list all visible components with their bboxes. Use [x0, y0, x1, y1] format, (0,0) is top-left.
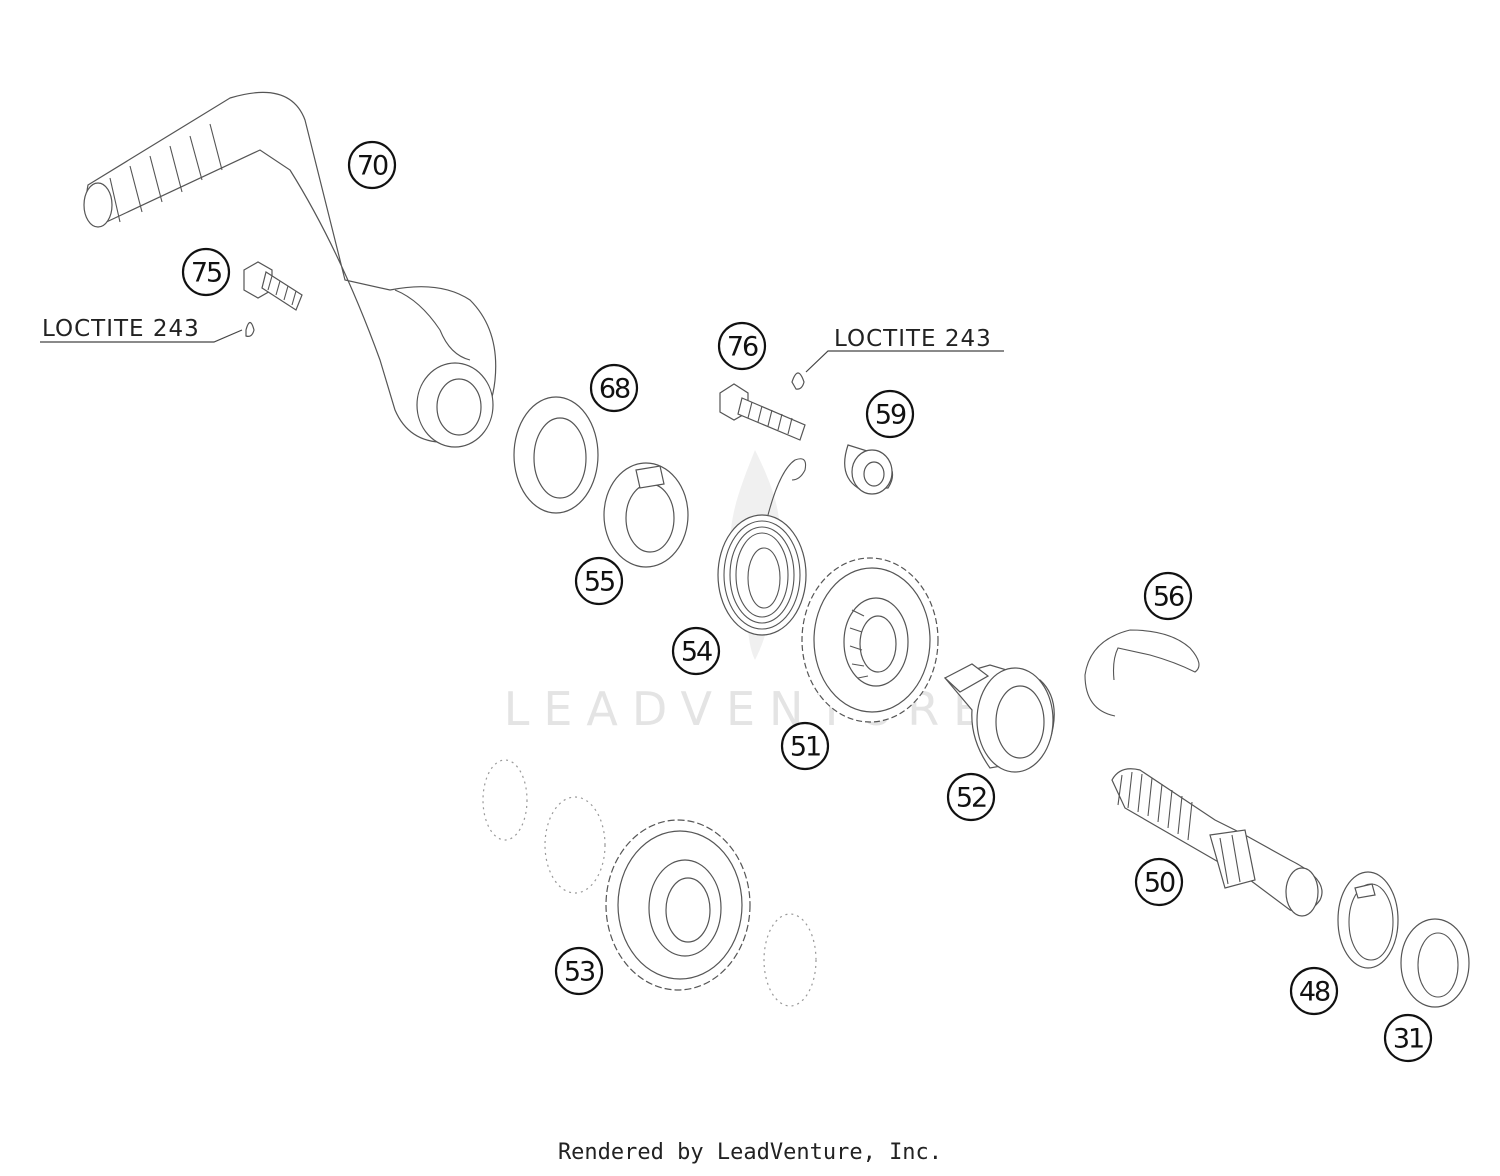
part-52-ratchet[interactable]: [943, 663, 1055, 773]
callout-53[interactable]: 53: [554, 946, 604, 996]
callout-50-label: 50: [1144, 868, 1175, 899]
callout-59[interactable]: 59: [865, 389, 915, 439]
part-55-spring-guide[interactable]: [603, 462, 689, 568]
callout-76-label: 76: [727, 332, 758, 363]
part-54-kickstart-spring[interactable]: [717, 458, 807, 636]
callout-54-label: 54: [681, 637, 712, 668]
callout-70-label: 70: [357, 151, 388, 182]
callout-76[interactable]: 76: [717, 321, 767, 371]
ghost-parts: [482, 759, 817, 1007]
part-75-bolt[interactable]: [243, 261, 303, 337]
callout-55-label: 55: [584, 567, 614, 598]
footer-credit: Rendered by LeadVenture, Inc.: [557, 1140, 943, 1165]
callout-50[interactable]: 50: [1134, 857, 1184, 907]
part-53-intermediate-gear[interactable]: [605, 819, 751, 991]
part-31-washer[interactable]: [1400, 918, 1470, 1008]
part-70-kickstart-lever[interactable]: [83, 91, 497, 448]
part-50-kickstart-shaft[interactable]: [1111, 768, 1323, 917]
part-59-spacer[interactable]: [844, 444, 894, 495]
callout-52-label: 52: [956, 783, 986, 814]
callout-52[interactable]: 52: [946, 772, 996, 822]
callout-75[interactable]: 75: [181, 247, 231, 297]
callout-31[interactable]: 31: [1383, 1013, 1433, 1063]
callout-54[interactable]: 54: [671, 626, 721, 676]
part-48-washer[interactable]: [1337, 871, 1399, 969]
part-56-ratchet-spring[interactable]: [1084, 629, 1200, 717]
callout-48[interactable]: 48: [1289, 966, 1339, 1016]
callout-68[interactable]: 68: [589, 363, 639, 413]
callout-75-label: 75: [191, 258, 221, 289]
part-51-kickstart-gear[interactable]: [801, 557, 939, 723]
part-68-seal-ring[interactable]: [513, 396, 599, 514]
note-76-text: LOCTITE 243: [834, 326, 992, 352]
callout-53-label: 53: [564, 957, 595, 988]
callout-59-label: 59: [875, 400, 906, 431]
callout-31-label: 31: [1393, 1024, 1423, 1055]
loctite-note-75: LOCTITE 243: [40, 316, 243, 343]
callout-55[interactable]: 55: [574, 556, 624, 606]
callout-56-label: 56: [1153, 582, 1184, 613]
callout-48-label: 48: [1299, 977, 1330, 1008]
callout-70[interactable]: 70: [347, 140, 397, 190]
callout-56[interactable]: 56: [1143, 571, 1193, 621]
callout-51-label: 51: [790, 732, 820, 763]
part-76-bolt[interactable]: [719, 372, 806, 441]
loctite-note-76: LOCTITE 243: [805, 326, 1004, 373]
callout-68-label: 68: [599, 374, 630, 405]
note-75-text: LOCTITE 243: [42, 316, 200, 342]
callout-51[interactable]: 51: [780, 721, 830, 771]
